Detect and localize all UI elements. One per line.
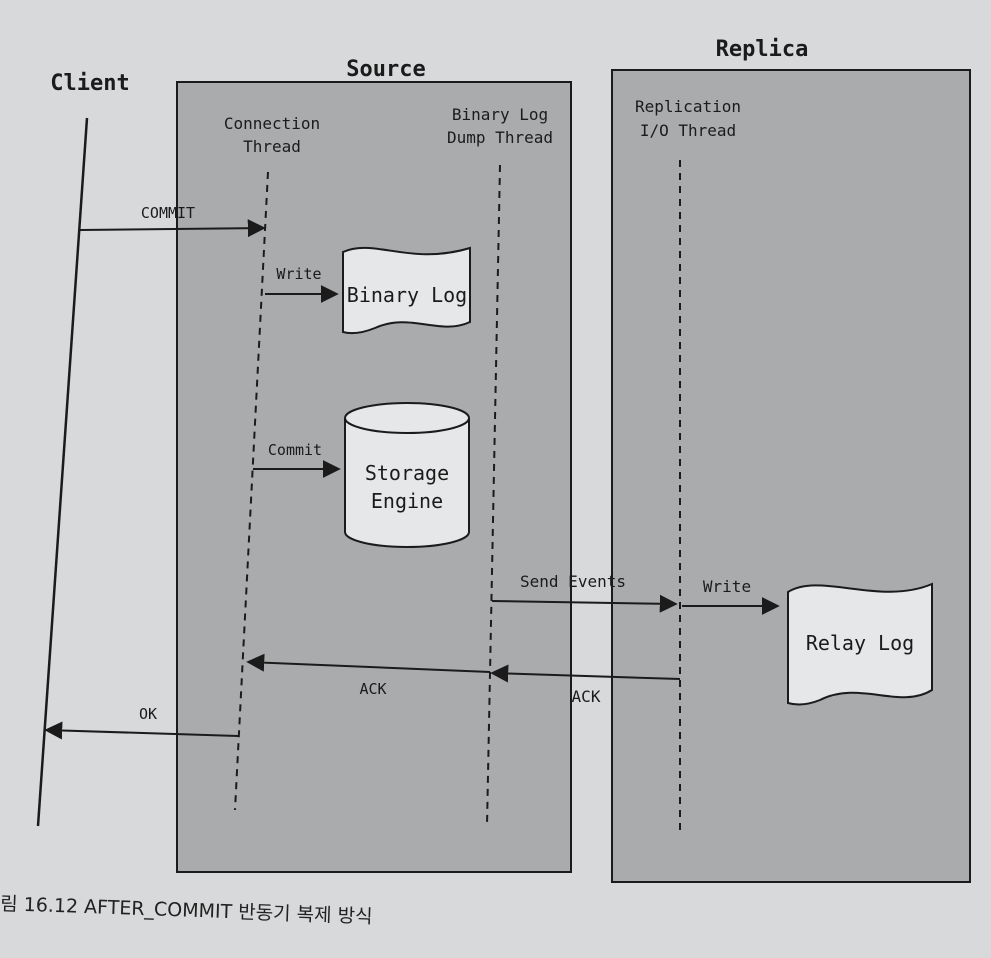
connection-lifeline (234, 171, 269, 811)
commit-arrow (79, 219, 266, 238)
ack-replica-label: ACK (572, 687, 601, 706)
relay-log-shape (787, 582, 933, 706)
ok-arrow (44, 721, 239, 740)
write-binlog-label: Write (276, 265, 321, 283)
storage-engine-top (344, 402, 470, 434)
dump-thread-line1: Binary Log (452, 105, 548, 124)
ok-label: OK (139, 705, 157, 723)
commit-engine-label: Commit (268, 441, 322, 459)
binary-log-label: Binary Log (347, 283, 467, 307)
ack-replica-arrow (490, 664, 681, 683)
storage-engine-shape (344, 418, 470, 548)
commit-label: COMMIT (141, 204, 195, 222)
io-thread-line1: Replication (635, 97, 741, 116)
ack-source-arrow (246, 653, 491, 673)
ack-source-label: ACK (359, 680, 386, 698)
source-title: Source (346, 57, 425, 82)
io-thread-line2: I/O Thread (640, 121, 736, 140)
dump-lifeline (486, 164, 501, 827)
client-lifeline (36, 117, 89, 827)
send-events-label: Send Events (520, 572, 626, 591)
relay-log-label: Relay Log (806, 631, 914, 655)
figure-caption: 림 16.12 AFTER_COMMIT 반동기 복제 방식 (0, 893, 373, 928)
binary-log-shape (342, 246, 471, 335)
replica-panel (611, 69, 971, 883)
storage-engine-line2: Engine (371, 489, 443, 513)
write-relay-label: Write (703, 577, 751, 596)
dump-thread-line2: Dump Thread (447, 128, 553, 147)
storage-engine-line1: Storage (365, 461, 449, 485)
send-events-arrow (491, 594, 678, 613)
connection-thread-line2: Thread (243, 137, 301, 156)
connection-thread-line1: Connection (224, 114, 320, 133)
replica-title: Replica (716, 37, 809, 62)
client-title: Client (50, 71, 129, 96)
